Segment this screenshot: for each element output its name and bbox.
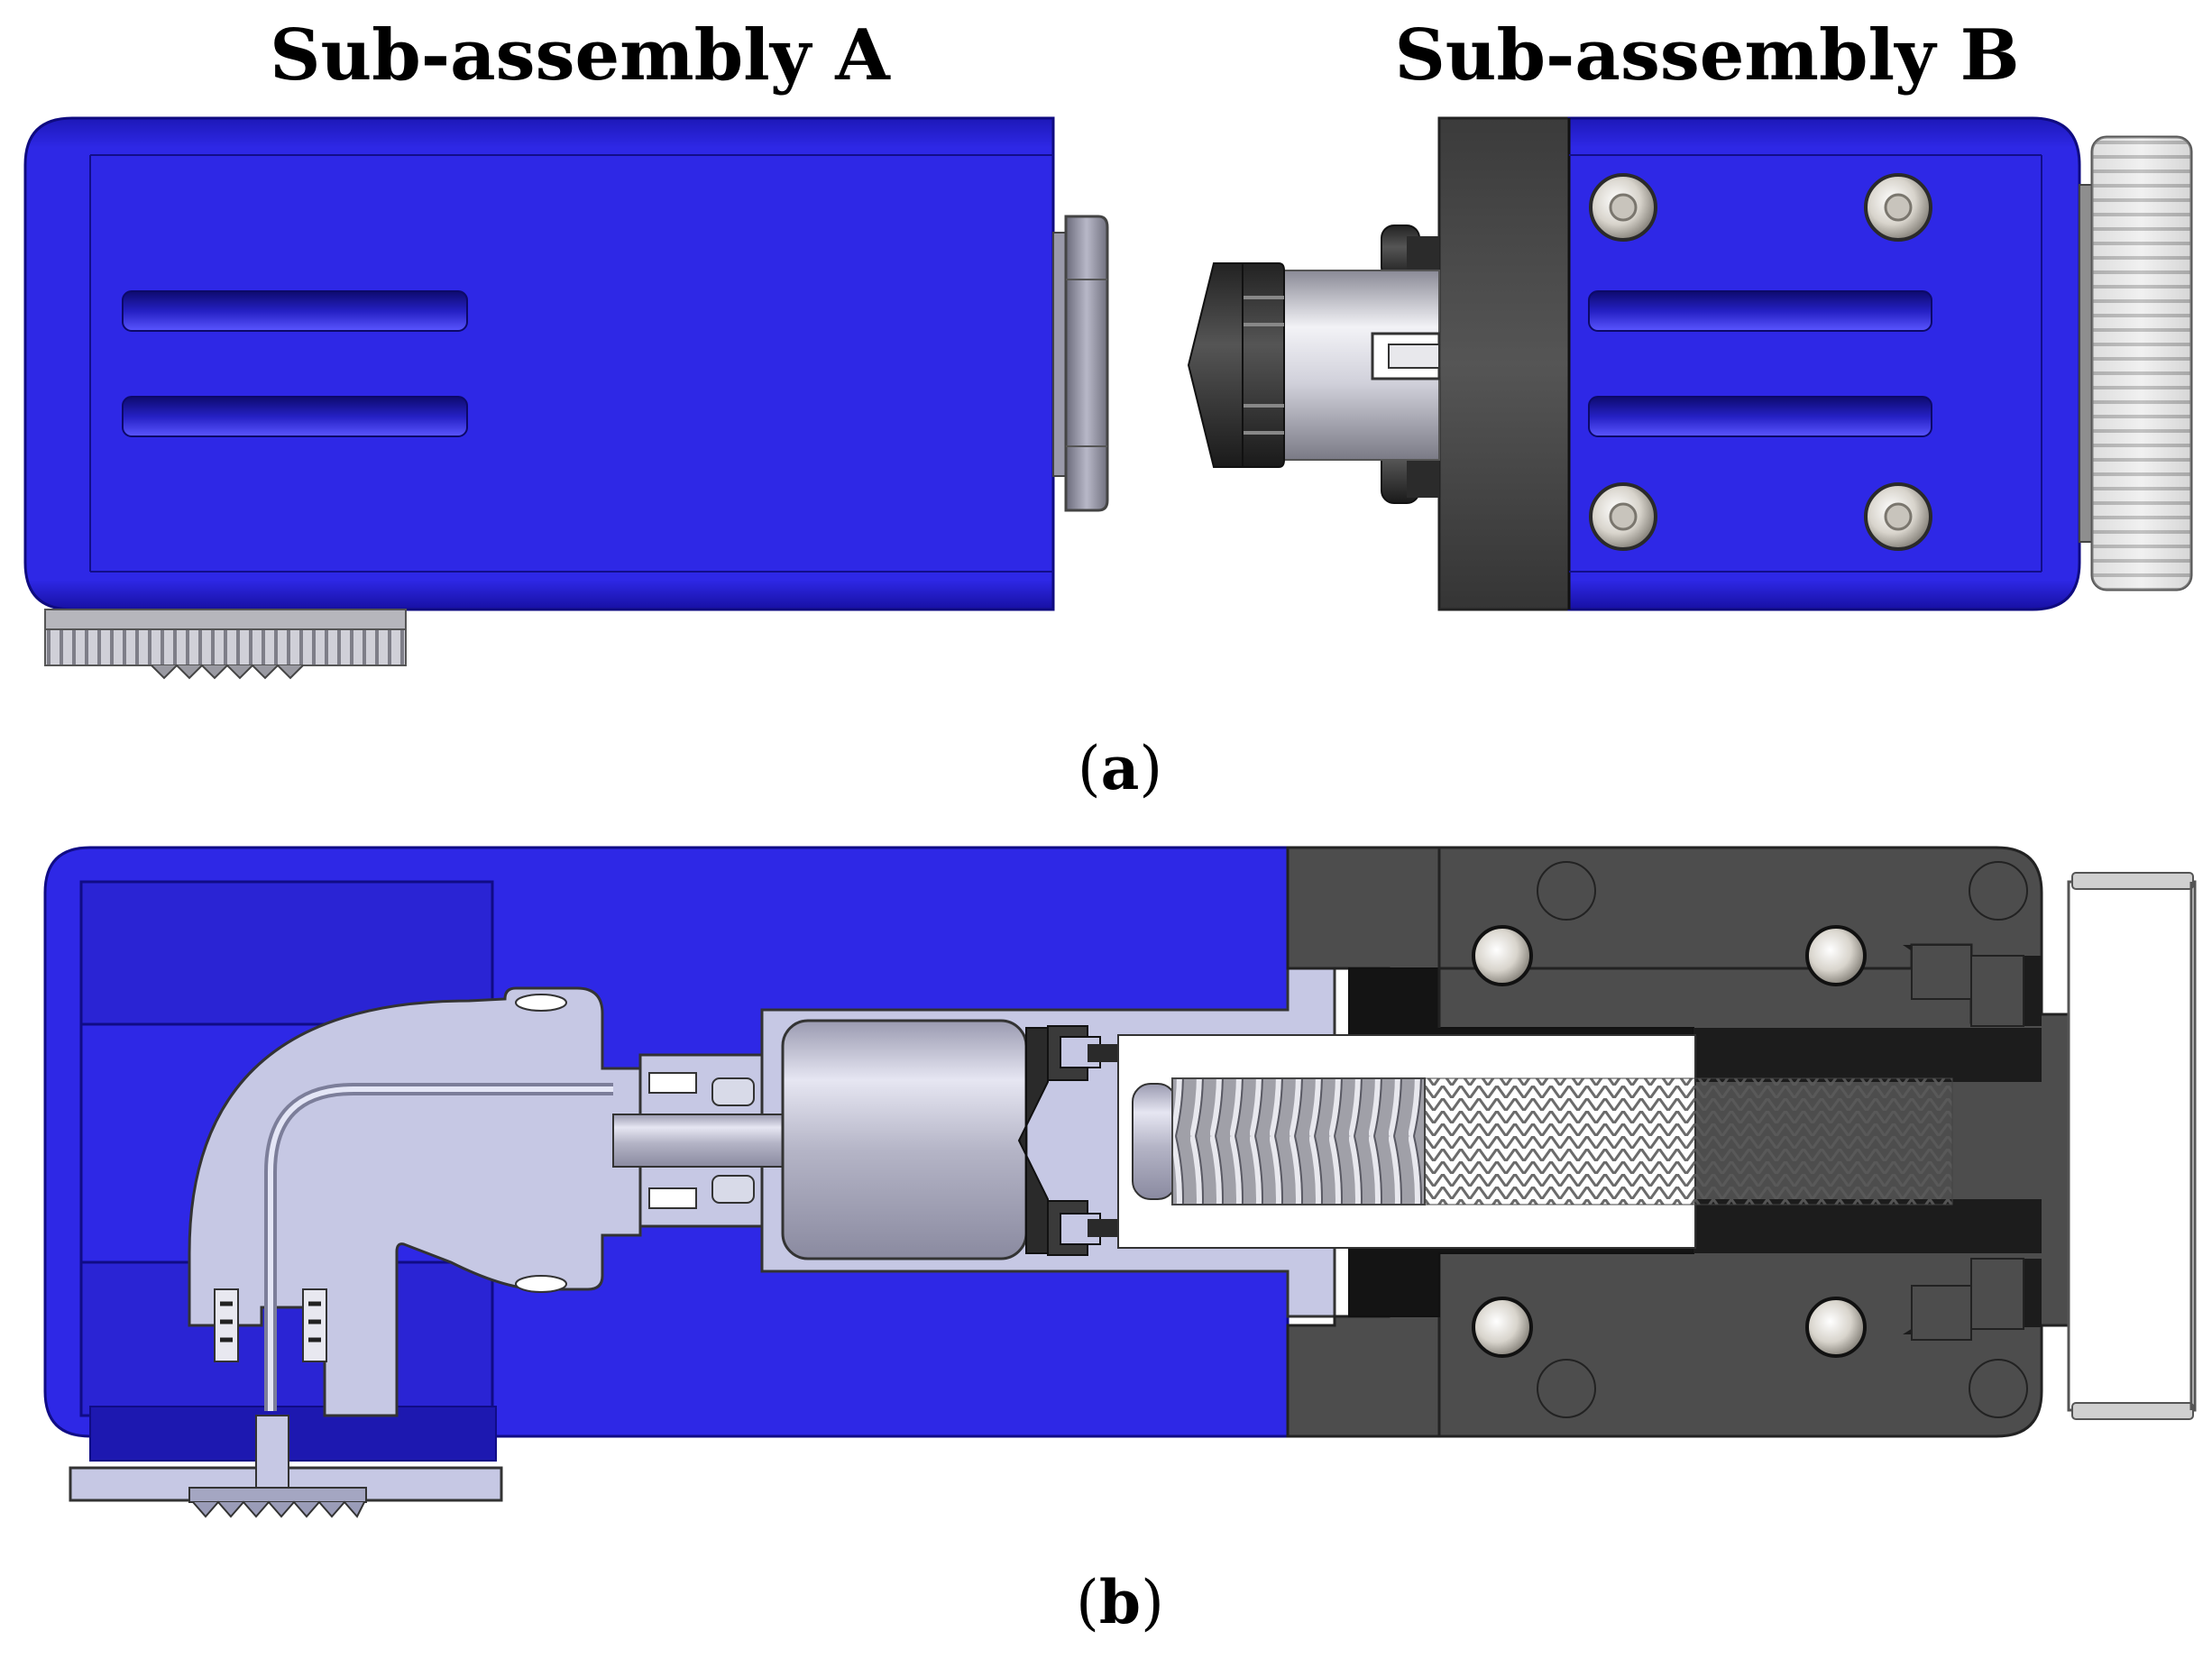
spring-icon (1171, 1077, 1426, 1205)
knurled-knob-icon (2079, 135, 2193, 591)
piston-cylinder (781, 1019, 1049, 1260)
sub-assembly-b-title: Sub-assembly B (1394, 14, 2019, 96)
threaded-rod (1132, 1077, 1953, 1205)
hex-socket-screw-icon (1805, 925, 1867, 986)
knurled-knob-section (2067, 872, 2197, 1420)
sub-assembly-a-body (23, 116, 1055, 611)
panel-label-b: (b) (1076, 1567, 1164, 1637)
panel-label-a: (a) (1078, 733, 1162, 803)
hex-socket-screw-icon (1589, 173, 1657, 242)
hex-socket-screw-icon (1589, 482, 1657, 551)
vent-slot (122, 290, 468, 332)
sub-assembly-a-title: Sub-assembly A (270, 14, 891, 96)
vent-slot (1588, 396, 1932, 437)
hex-nut-icon (1052, 215, 1109, 512)
knurled-ring-section (69, 1415, 503, 1518)
hex-socket-screw-icon (1805, 1297, 1867, 1358)
sub-assembly-b-body (1437, 116, 2081, 611)
connector-plug (1187, 225, 1441, 504)
panel-a (23, 116, 2193, 680)
hex-socket-screw-icon (1472, 1297, 1533, 1358)
nut-section (612, 1053, 894, 1228)
hex-socket-screw-icon (1864, 482, 1932, 551)
vent-slot (122, 396, 468, 437)
hex-socket-screw-icon (1472, 925, 1533, 986)
o-ring-seals (214, 1288, 327, 1362)
panel-b (43, 846, 2197, 1518)
vent-slot (1588, 290, 1932, 332)
knurled-ring (44, 609, 407, 680)
hex-socket-screw-icon (1864, 173, 1932, 242)
retaining-clips (1047, 1025, 1118, 1256)
